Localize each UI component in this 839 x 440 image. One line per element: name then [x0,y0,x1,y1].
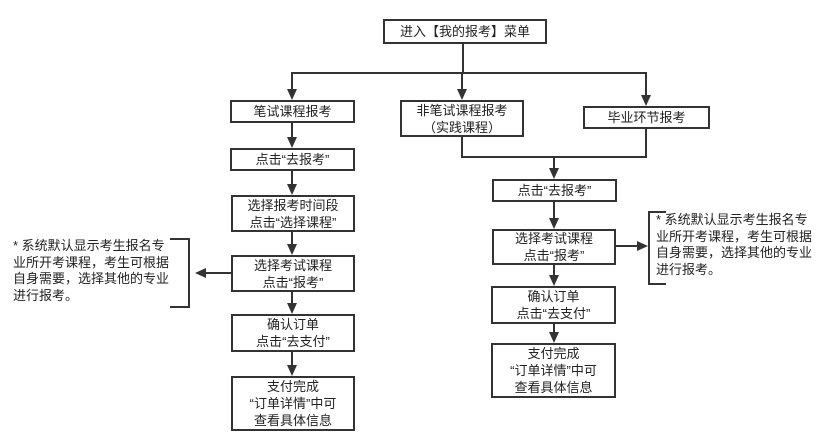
node-written-payment-done-line1: 支付完成 [266,379,319,394]
node-written-confirm-order-line2: 点击“去支付” [256,334,330,349]
connector-written-4 [291,291,293,304]
node-nonwritten-go-register-label: 点击“去报考” [517,183,592,198]
right-annotation-line2: 业所开考课程，考生可根据 [656,228,813,244]
node-nonwritten-select-course-line2: 点击“报考” [523,248,585,263]
connector-written-2 [291,170,293,185]
connector-entry-down [462,43,464,74]
node-written-payment-done: 支付完成 “订单详情”中可 查看具体信息 [231,376,355,431]
node-nonwritten-payment-done-line1: 支付完成 [527,346,580,361]
arrowhead-down-icon [549,218,559,229]
connector-written-3 [291,231,293,245]
arrowhead-down-icon [287,303,297,314]
arrowhead-left-icon [195,268,206,278]
node-nonwritten-select-course-line1: 选择考试课程 [514,231,593,246]
connector-nonwritten-2 [553,264,555,276]
node-written-payment-done-line3: 查看具体信息 [253,413,332,428]
connector-written-1 [291,122,293,138]
node-entry-menu: 进入【我的报考】菜单 [383,19,547,44]
node-written-course: 笔试课程报考 [230,100,355,123]
connector-drop-graduation [645,72,647,96]
left-annotation: * 系统默认显示考生报名专 业所开考课程，考生可根据 自身需要，选择其他的专业 … [13,238,195,304]
node-nonwritten-select-course: 选择考试课程 点击“报考” [492,229,616,265]
node-written-select-course-line1: 选择考试课程 [253,257,332,273]
arrowhead-down-icon [641,95,651,106]
node-nonwritten-go-register: 点击“去报考” [492,179,617,202]
node-practical-course-line1: 非笔试课程报考 [416,102,508,118]
connector-nonwritten-3 [553,323,555,333]
connector-drop-practical [461,72,463,90]
node-nonwritten-payment-done-line3: 查看具体信息 [514,380,593,395]
node-nonwritten-confirm-order: 确认订单 点击“去支付” [491,286,616,324]
arrowhead-down-icon [549,332,559,343]
node-graduation-label: 毕业环节报考 [607,110,686,125]
node-written-confirm-order-line1: 确认订单 [266,317,319,332]
connector-drop-written [291,72,293,90]
node-written-course-label: 笔试课程报考 [253,104,332,119]
left-annotation-line2: 业所开考课程，考生可根据 [13,254,170,270]
right-annotation-line1: * 系统默认显示考生报名专 [656,212,808,227]
connector-right-note [616,245,638,247]
connector-graduation-down [645,128,647,158]
right-annotation: * 系统默认显示考生报名专 业所开考课程，考生可根据 自身需要，选择其他的专业 … [656,212,838,278]
arrowhead-down-icon [549,168,559,179]
node-nonwritten-payment-done-line2: “订单详情”中可 [510,363,597,378]
connector-merge-drop [553,156,555,169]
left-annotation-line1: * 系统默认显示考生报名专 [13,238,165,253]
arrowhead-down-icon [287,365,297,376]
left-note-bracket [170,238,190,308]
node-written-select-period: 选择报考时间段 点击“选择课程” [231,195,355,232]
node-nonwritten-confirm-order-line2: 点击“去支付” [516,306,591,321]
left-annotation-line3: 自身需要，选择其他的专业 [13,271,170,286]
node-written-select-period-line2: 点击“选择课程” [249,214,337,230]
arrowhead-right-icon [637,241,648,251]
connector-branch-split [291,72,647,74]
arrowhead-down-icon [549,275,559,286]
node-entry-menu-label: 进入【我的报考】菜单 [399,24,530,39]
arrowhead-down-icon [287,184,297,195]
node-written-go-register: 点击“去报考” [230,148,355,171]
node-written-confirm-order: 确认订单 点击“去支付” [231,314,355,352]
connector-written-5 [291,351,293,366]
node-written-payment-done-line2: “订单详情”中可 [249,396,337,411]
left-annotation-line4: 进行报考。 [13,287,79,303]
connector-nonwritten-1 [553,201,555,219]
node-written-go-register-label: 点击“去报考” [255,152,330,167]
node-nonwritten-payment-done: 支付完成 “订单详情”中可 查看具体信息 [491,343,616,398]
right-note-bracket [648,211,666,285]
right-annotation-line3: 自身需要，选择其他的专业 [656,245,813,260]
arrowhead-down-icon [287,244,297,255]
node-written-select-course-line2: 点击“报考” [262,274,324,290]
node-graduation: 毕业环节报考 [583,106,710,129]
node-written-select-course: 选择考试课程 点击“报考” [231,255,355,292]
arrowhead-down-icon [287,137,297,148]
node-nonwritten-confirm-order-line1: 确认订单 [527,289,580,304]
arrowhead-down-icon [287,89,297,100]
node-written-select-period-line1: 选择报考时间段 [247,197,339,213]
arrowhead-down-icon [457,89,467,100]
node-practical-course: 非笔试课程报考 （实践课程） [400,100,524,137]
connector-left-note [205,272,232,274]
node-practical-course-line2: （实践课程） [422,119,501,135]
connector-practical-down [461,136,463,158]
right-annotation-line4: 进行报考。 [656,261,722,277]
